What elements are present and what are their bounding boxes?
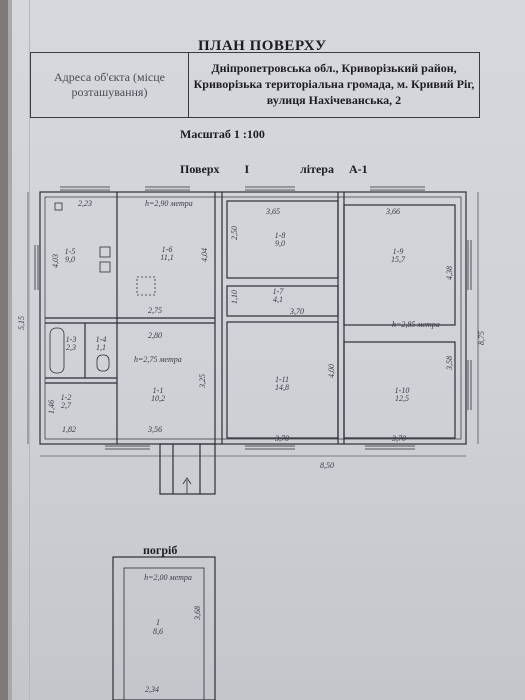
dim-label: 3,66 <box>385 207 400 216</box>
address-value: Дніпропетровська обл., Криворізький райо… <box>189 53 479 117</box>
address-line-2: Криворізька територіальна громада, м. Кр… <box>193 77 475 91</box>
room-code: 1-6 <box>162 245 173 254</box>
scale-text: Масштаб 1 :100 <box>180 127 265 141</box>
cellar-room-area: 8,6 <box>153 627 163 636</box>
room-code: 1-10 <box>395 386 410 395</box>
toilet-icon <box>96 354 110 372</box>
dim-label: 2,50 <box>230 226 239 240</box>
cellar-title: погріб <box>143 543 178 557</box>
room-code: 1-4 <box>96 335 107 344</box>
paper-sheet <box>12 0 525 700</box>
room-area: 11,1 <box>160 253 173 262</box>
dim-label: 2,80 <box>148 331 162 340</box>
height-label: h=2,85 метра <box>392 320 440 329</box>
dim-label: 3,65 <box>265 207 280 216</box>
paper-edge <box>8 0 12 700</box>
room-area: 15,7 <box>391 255 406 264</box>
margin-line <box>29 0 30 700</box>
entry-arrow-head-icon <box>182 477 192 485</box>
dim-label: 1,10 <box>230 290 239 304</box>
floor-info: Поверх I <box>180 162 271 177</box>
height-label: h=2,90 метра <box>145 199 193 208</box>
dim-label: 8,75 <box>477 331 486 345</box>
room-area: 1,1 <box>96 343 106 352</box>
cellar-dim-v: 3,68 <box>193 606 202 621</box>
room-code: 1-11 <box>275 375 289 384</box>
address-line-3: вулиця Нахічеванська, 2 <box>266 93 402 107</box>
room-area: 2,7 <box>61 401 72 410</box>
cellar-outer-wall <box>112 556 216 700</box>
cellar-room-code: I <box>156 618 160 627</box>
dim-label: 4,38 <box>445 266 454 280</box>
dim-label: 4,00 <box>327 364 336 378</box>
floor-label: Поверх <box>180 162 220 176</box>
dim-label: 3,70 <box>274 434 289 443</box>
room-code: 1-7 <box>273 287 285 296</box>
dim-label: 4,03 <box>51 254 60 268</box>
dim-label: 5,15 <box>17 316 26 330</box>
room-area: 12,5 <box>395 394 409 403</box>
cellar-inner-wall <box>123 567 205 700</box>
height-label: h=2,75 метра <box>134 355 182 364</box>
dim-label: 2,23 <box>78 199 92 208</box>
dim-label: 3,70 <box>289 307 304 316</box>
address-line-1: Дніпропетровська обл., Криворізький райо… <box>211 61 457 75</box>
dim-label: 8,50 <box>320 461 334 470</box>
porch <box>159 443 216 495</box>
room-1-11-wall <box>226 321 339 439</box>
stove-icon <box>99 246 111 258</box>
cellar-height: h=2,00 метра <box>144 573 192 582</box>
room-1-10-wall <box>343 341 456 439</box>
address-table: Адреса об'єкта (місце розташування) Дніп… <box>30 52 480 118</box>
room-code: 1-1 <box>153 386 164 395</box>
chimney-icon <box>136 276 156 296</box>
room-area: 2,3 <box>66 343 76 352</box>
floor-value: I <box>244 162 250 176</box>
bathtub-icon <box>49 327 65 374</box>
room-area: 14,8 <box>275 383 289 392</box>
room-1-8-wall <box>226 200 339 279</box>
room-code: 1-9 <box>393 247 404 256</box>
room-area: 10,2 <box>151 394 165 403</box>
room-code: 1-5 <box>65 247 76 256</box>
room-area: 4,1 <box>273 295 283 304</box>
room-code: 1-2 <box>61 393 72 402</box>
dim-label: 3,70 <box>391 434 406 443</box>
dim-label: 4,04 <box>200 248 209 262</box>
room-code: 1-3 <box>66 335 77 344</box>
dim-label: 3,56 <box>147 425 162 434</box>
room-area: 9,0 <box>275 239 285 248</box>
litera-info: літера А-1 <box>300 162 380 177</box>
cellar-dim-h: 2,34 <box>145 685 159 694</box>
room-1-7-wall <box>226 285 339 317</box>
document-title: ПЛАН ПОВЕРХУ <box>198 38 327 54</box>
dim-label: 3,25 <box>198 374 207 389</box>
room-1-9-wall <box>343 204 456 326</box>
address-label: Адреса об'єкта (місце розташування) <box>31 53 189 117</box>
sink-icon <box>99 261 111 273</box>
boiler-icon <box>54 202 63 211</box>
litera-value: А-1 <box>348 162 368 176</box>
dim-label: 3,58 <box>445 356 454 371</box>
dim-label: 2,75 <box>148 306 162 315</box>
outer-wall <box>39 191 467 445</box>
room-code: 1-8 <box>275 231 286 240</box>
litera-label: літера <box>300 162 334 176</box>
dim-label: 1,82 <box>62 425 76 434</box>
dim-label: 1,46 <box>47 400 56 414</box>
room-area: 9,0 <box>65 255 75 264</box>
